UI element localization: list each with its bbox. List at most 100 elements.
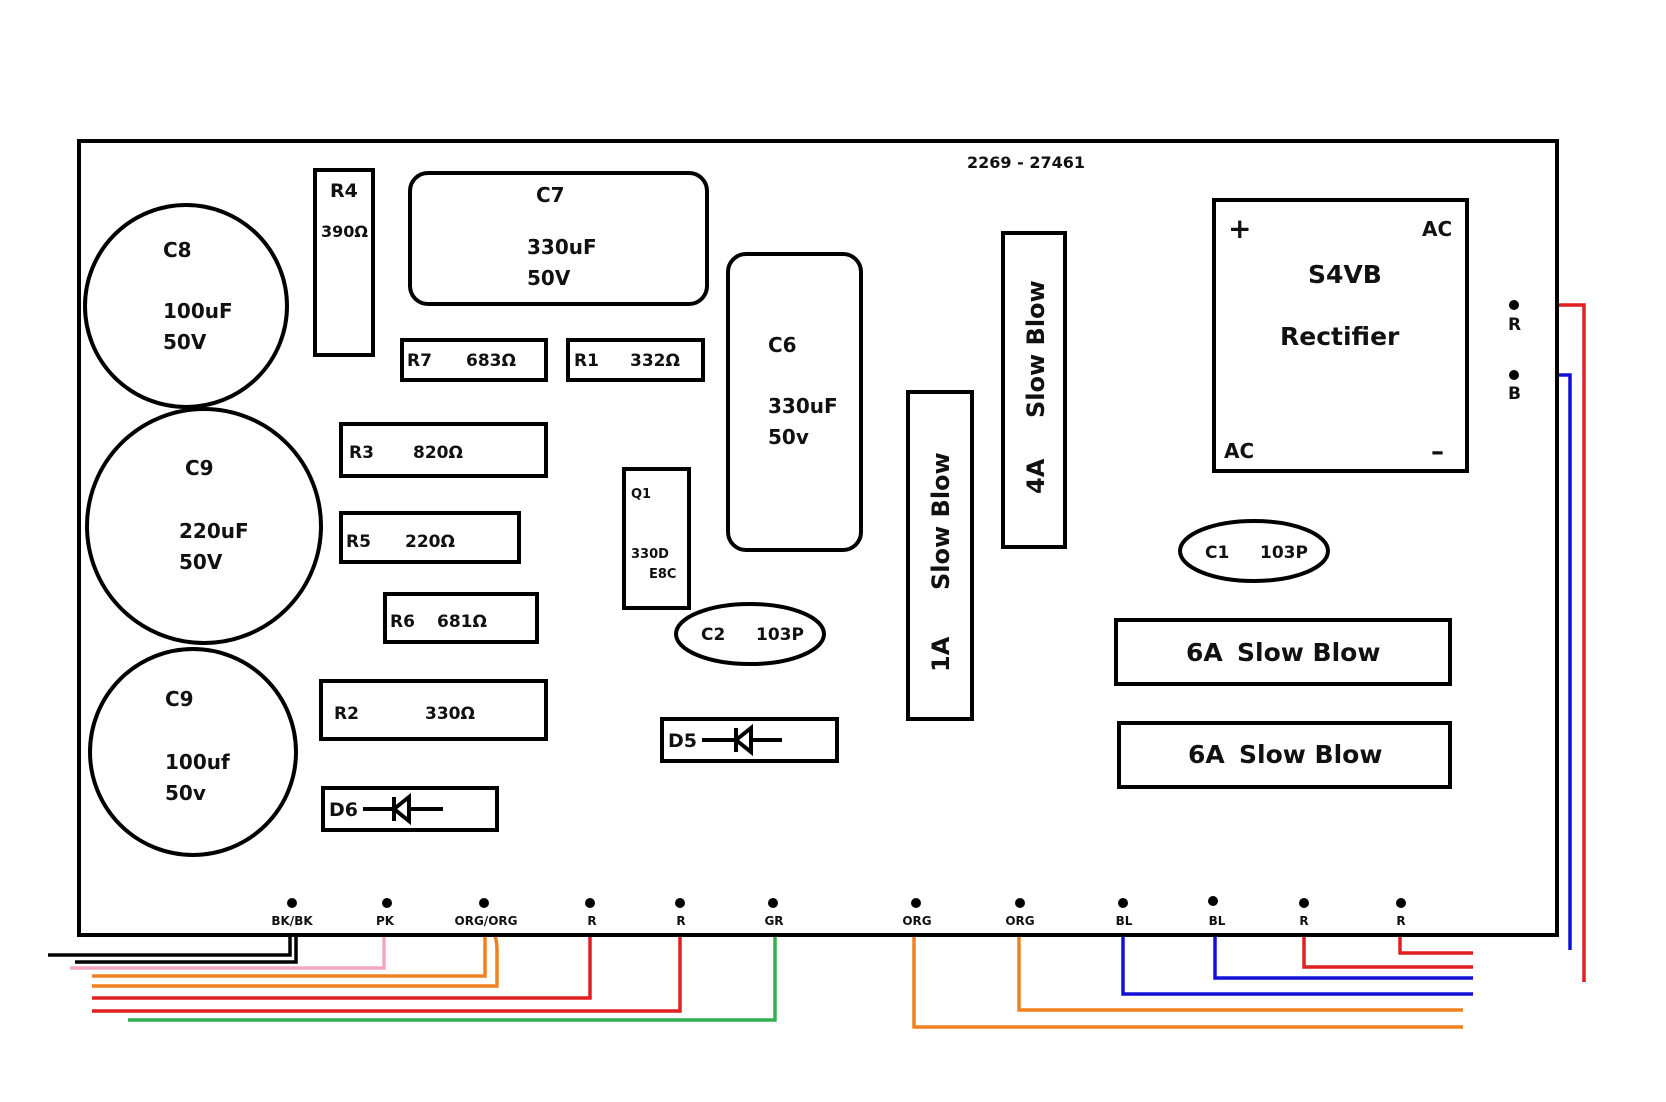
wire-red-2 [92, 920, 682, 1013]
terminal-label: R [1299, 914, 1308, 928]
wire-green [128, 920, 777, 1022]
terminal-r[interactable]: R [675, 898, 686, 928]
c8-value: 100uF [163, 299, 233, 323]
board-part-number: 2269 - 27461 [967, 153, 1085, 172]
terminal-bl[interactable]: BL [1116, 898, 1133, 928]
c9-top-voltage: 50V [179, 550, 223, 574]
side-terminal-b[interactable]: B [1508, 370, 1521, 404]
rectifier-minus: – [1431, 437, 1444, 467]
wire-orange-3 [912, 920, 1463, 1029]
terminal-r[interactable]: R [1396, 898, 1406, 928]
terminal-label: GR [764, 914, 783, 928]
r4-value: 390Ω [321, 222, 368, 241]
q1-code1: 330D [631, 547, 669, 562]
r3-value: 820Ω [413, 443, 463, 463]
diode-symbol-icon [702, 723, 782, 757]
terminal-label: R [1396, 914, 1405, 928]
c9-top-value: 220uF [179, 519, 249, 543]
resistor-r6: R6 681Ω [383, 592, 539, 644]
fuse-4a: 4A Slow Blow [1001, 231, 1067, 549]
resistor-r7: R7 683Ω [400, 338, 548, 382]
terminal-gr[interactable]: GR [764, 898, 784, 928]
resistor-r4: R4 390Ω [313, 168, 375, 357]
rectifier-model: S4VB [1308, 260, 1382, 289]
r2-value: 330Ω [425, 704, 475, 724]
transistor-q1: Q1 330D E8C [622, 467, 691, 610]
capacitor-c1: C1 103P [1178, 519, 1330, 583]
resistor-r1: R1 332Ω [566, 338, 705, 382]
terminal-label: R [676, 914, 685, 928]
capacitor-c2: C2 103P [674, 602, 826, 666]
terminal-org-org[interactable]: ORG/ORG [455, 898, 518, 928]
fuse-6a-bottom-rating: 6A [1188, 740, 1225, 769]
c7-name: C7 [536, 183, 565, 207]
terminal-bl[interactable]: BL [1208, 896, 1226, 928]
wire-red-1 [92, 920, 592, 1000]
resistor-r5: R5 220Ω [339, 511, 521, 564]
r1-value: 332Ω [630, 351, 680, 371]
fuse-6a-top-rating: 6A [1186, 638, 1223, 667]
terminal-label: ORG [902, 914, 931, 928]
wire-blue-2 [1213, 920, 1473, 980]
c8-name: C8 [163, 238, 192, 262]
c9-bottom-value: 100uf [165, 750, 230, 774]
r5-name: R5 [346, 532, 371, 552]
fuse-6a-top: 6A Slow Blow [1114, 618, 1452, 686]
rectifier-s4vb: + AC S4VB Rectifier AC – [1212, 198, 1469, 473]
c1-name: C1 [1205, 543, 1229, 563]
resistor-r2: R2 330Ω [319, 679, 548, 741]
wire-harness [48, 303, 1586, 1029]
d5-name: D5 [668, 730, 697, 752]
capacitor-c7: C7 330uF 50V [408, 171, 709, 306]
terminal-label: ORG [1005, 914, 1034, 928]
rectifier-type: Rectifier [1280, 322, 1400, 351]
diode-symbol-icon [363, 792, 443, 826]
diode-d5: D5 [660, 717, 839, 763]
bottom-terminals: BK/BK PK ORG/ORG R R GR ORG ORG [271, 896, 1406, 928]
terminal-bk-bk[interactable]: BK/BK [271, 898, 313, 928]
diode-d6: D6 [321, 786, 499, 832]
wire-blue-1 [1121, 920, 1473, 996]
r2-name: R2 [334, 704, 359, 724]
r6-value: 681Ω [437, 612, 487, 632]
fuse-4a-rating: 4A [1022, 458, 1050, 494]
terminal-org[interactable]: ORG [1005, 898, 1035, 928]
terminal-label: PK [376, 914, 395, 928]
wire-black-2 [75, 930, 298, 964]
r5-value: 220Ω [405, 532, 455, 552]
terminal-label: BL [1209, 914, 1226, 928]
q1-code2: E8C [649, 567, 676, 582]
fuse-1a-rating: 1A [927, 636, 955, 672]
side-terminal-b-label: B [1508, 384, 1521, 404]
terminal-label: R [587, 914, 596, 928]
terminal-r[interactable]: R [1299, 898, 1309, 928]
c8-voltage: 50V [163, 330, 207, 354]
fuse-6a-top-type: Slow Blow [1237, 638, 1380, 667]
c6-voltage: 50v [768, 425, 809, 449]
c6-value: 330uF [768, 394, 838, 418]
rectifier-ac-bottom: AC [1224, 439, 1254, 463]
q1-name: Q1 [631, 487, 651, 502]
r7-value: 683Ω [466, 351, 516, 371]
terminal-org[interactable]: ORG [902, 898, 932, 928]
c9-top-name: C9 [185, 456, 214, 480]
c1-value: 103P [1260, 543, 1308, 563]
fuse-1a-type: Slow Blow [927, 452, 955, 590]
fuse-6a-bottom: 6A Slow Blow [1117, 721, 1452, 789]
terminal-pk[interactable]: PK [376, 898, 395, 928]
r3-name: R3 [349, 443, 374, 463]
r6-name: R6 [390, 612, 415, 632]
c9-bottom-name: C9 [165, 687, 194, 711]
side-terminal-r[interactable]: R [1508, 300, 1521, 335]
wire-orange-1 [92, 920, 487, 978]
d6-name: D6 [329, 799, 358, 821]
capacitor-c9-bottom: C9 100uf 50v [88, 647, 298, 857]
terminal-label: BL [1116, 914, 1133, 928]
fuse-1a: 1A Slow Blow [906, 390, 974, 721]
side-terminal-r-label: R [1508, 315, 1521, 335]
c2-name: C2 [701, 625, 725, 645]
terminal-r[interactable]: R [585, 898, 597, 928]
wire-orange-4 [1017, 920, 1463, 1012]
capacitor-c6: C6 330uF 50v [726, 252, 863, 552]
c2-value: 103P [756, 625, 804, 645]
